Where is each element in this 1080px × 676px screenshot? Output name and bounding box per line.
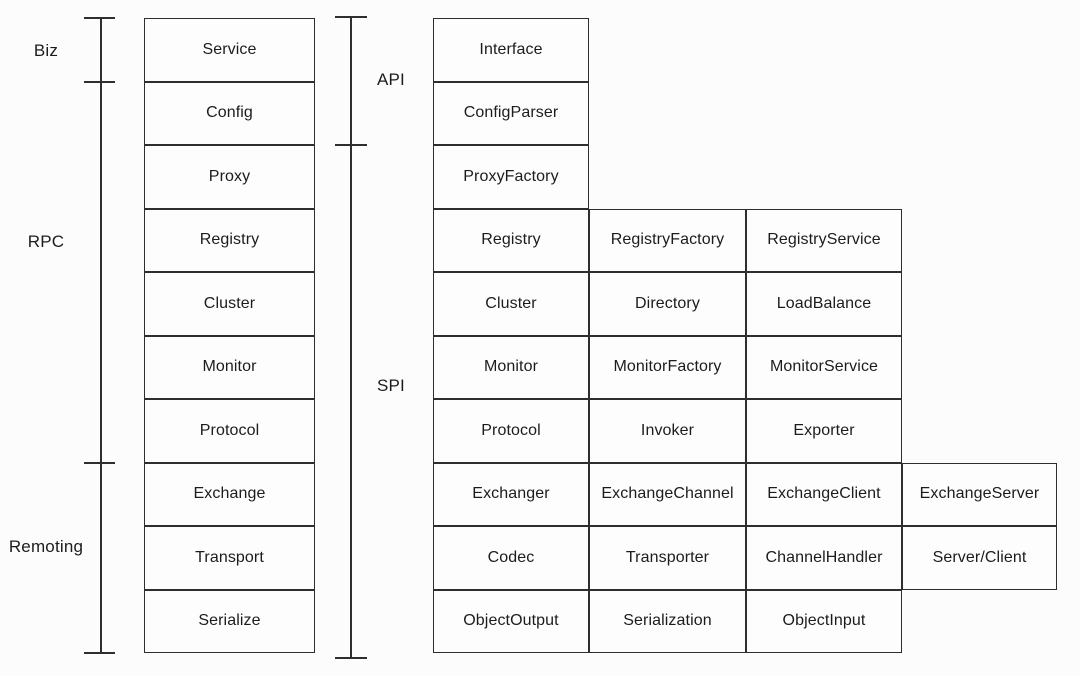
spi-box-objectoutput: ObjectOutput bbox=[433, 589, 589, 653]
spi-box-invoker: Invoker bbox=[589, 399, 746, 463]
spi-box-codec: Codec bbox=[433, 526, 589, 590]
bracket-label-biz: Biz bbox=[33, 41, 59, 60]
layer-box-service: Service bbox=[144, 18, 315, 82]
spi-box-cluster: Cluster bbox=[433, 272, 589, 336]
api-spi-bracket-line bbox=[350, 17, 352, 658]
spi-box-server-client: Server/Client bbox=[902, 526, 1057, 590]
bracket-label-api: API bbox=[376, 70, 405, 89]
layer-bracket-tick-rpc-remoting bbox=[84, 461, 115, 464]
spi-box-registryservice: RegistryService bbox=[746, 208, 902, 272]
spi-box-serialization: Serialization bbox=[589, 589, 746, 653]
spi-box-monitor: Monitor bbox=[433, 335, 589, 399]
spi-box-registry: Registry bbox=[433, 208, 589, 272]
layer-box-serialize: Serialize bbox=[144, 589, 315, 653]
layer-bracket-tick-bottom bbox=[84, 651, 115, 654]
spi-box-registryfactory: RegistryFactory bbox=[589, 208, 746, 272]
spi-box-protocol: Protocol bbox=[433, 399, 589, 463]
layer-box-cluster: Cluster bbox=[144, 272, 315, 336]
spi-box-transporter: Transporter bbox=[589, 526, 746, 590]
layer-box-monitor: Monitor bbox=[144, 335, 315, 399]
spi-box-exchangeclient: ExchangeClient bbox=[746, 462, 902, 526]
bracket-label-spi: SPI bbox=[376, 376, 405, 395]
layer-box-transport: Transport bbox=[144, 526, 315, 590]
layer-box-config: Config bbox=[144, 81, 315, 145]
spi-box-exchangeserver: ExchangeServer bbox=[902, 462, 1057, 526]
spi-box-interface: Interface bbox=[433, 18, 589, 82]
spi-box-configparser: ConfigParser bbox=[433, 81, 589, 145]
api-spi-bracket-tick-top bbox=[335, 16, 367, 18]
bracket-label-rpc: RPC bbox=[27, 232, 65, 251]
layer-box-proxy: Proxy bbox=[144, 145, 315, 209]
layer-box-exchange: Exchange bbox=[144, 462, 315, 526]
spi-box-loadbalance: LoadBalance bbox=[746, 272, 902, 336]
layer-bracket-line bbox=[100, 18, 102, 652]
api-spi-bracket-tick-bottom bbox=[335, 656, 367, 659]
layer-bracket-tick-biz-rpc bbox=[84, 80, 115, 83]
spi-box-objectinput: ObjectInput bbox=[746, 589, 902, 653]
spi-box-monitorservice: MonitorService bbox=[746, 335, 902, 399]
spi-box-exchangechannel: ExchangeChannel bbox=[589, 462, 746, 526]
bracket-label-remoting: Remoting bbox=[8, 537, 84, 556]
spi-box-proxyfactory: ProxyFactory bbox=[433, 145, 589, 209]
spi-box-exporter: Exporter bbox=[746, 399, 902, 463]
spi-box-directory: Directory bbox=[589, 272, 746, 336]
layer-box-protocol: Protocol bbox=[144, 399, 315, 463]
spi-box-channelhandler: ChannelHandler bbox=[746, 526, 902, 590]
layer-bracket-tick-top bbox=[84, 17, 115, 19]
layer-box-registry: Registry bbox=[144, 208, 315, 272]
spi-box-monitorfactory: MonitorFactory bbox=[589, 335, 746, 399]
api-spi-bracket-tick-api-spi bbox=[335, 144, 367, 146]
spi-box-exchanger: Exchanger bbox=[433, 462, 589, 526]
